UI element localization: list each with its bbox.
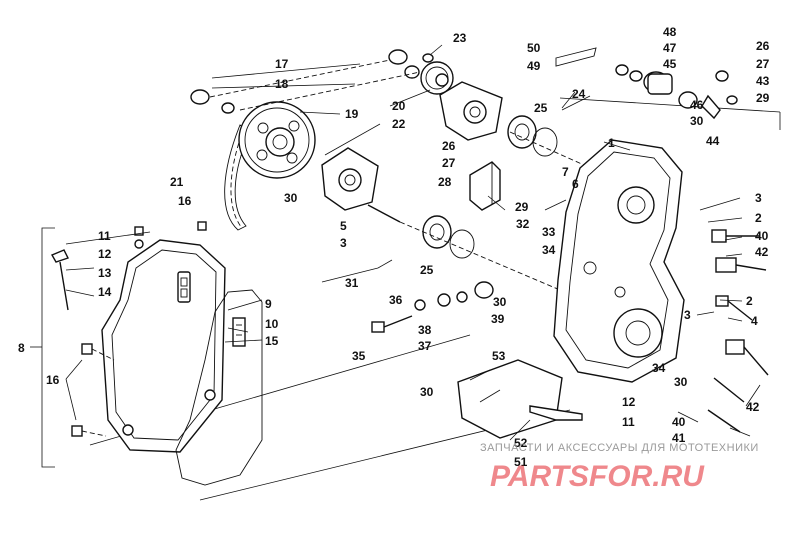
cover-fasteners — [71, 221, 207, 437]
callout-15: 15 — [265, 334, 279, 348]
callout-8: 8 — [18, 341, 25, 355]
callout-28: 28 — [438, 175, 452, 189]
callout-37: 37 — [418, 339, 432, 353]
callout-35: 35 — [352, 349, 366, 363]
callout-9: 9 — [265, 297, 272, 311]
callout-14: 14 — [98, 285, 112, 299]
callout-34: 34 — [542, 243, 556, 257]
callout-30: 30 — [493, 295, 507, 309]
callout-1: 1 — [608, 136, 615, 150]
callout-45: 45 — [663, 57, 677, 71]
callout-5: 5 — [340, 219, 347, 233]
callout-53: 53 — [492, 349, 506, 363]
callout-23: 23 — [453, 31, 467, 45]
callout-3: 3 — [684, 308, 691, 322]
callout-41: 41 — [672, 431, 686, 445]
callout-36: 36 — [389, 293, 403, 307]
callout-40: 40 — [672, 415, 686, 429]
callout-49: 49 — [527, 59, 541, 73]
shafts — [367, 131, 641, 291]
callout-22: 22 — [392, 117, 406, 131]
callout-3: 3 — [755, 191, 762, 205]
callout-27: 27 — [442, 156, 456, 170]
group-bracket-31 — [321, 259, 393, 283]
callout-25: 25 — [534, 101, 548, 115]
callout-42: 42 — [746, 400, 760, 414]
callout-12: 12 — [98, 247, 112, 261]
callout-30: 30 — [420, 385, 434, 399]
drive-chain — [224, 124, 251, 231]
callout-51: 51 — [514, 455, 528, 469]
watermark-brand-logo: PARTSFOR.RU — [490, 460, 705, 493]
callout-labels: 1 2 2 3 3 3 4 5 6 7 8 9 10 11 11 12 12 1… — [18, 25, 770, 469]
small-sprocket — [420, 61, 454, 95]
callout-11: 11 — [622, 415, 635, 429]
callout-43: 43 — [756, 74, 770, 88]
chain-tensioner — [469, 161, 501, 211]
callout-4: 4 — [751, 314, 758, 328]
callout-39: 39 — [491, 312, 505, 326]
top-right-tensioner-parts — [555, 47, 738, 120]
large-sprocket — [238, 101, 316, 179]
callout-29: 29 — [756, 91, 770, 105]
chaincase-cover — [101, 239, 226, 453]
watermark: ЗАПЧАСТИ И АКСЕССУАРЫ ДЛЯ МОТОТЕХНИКИ PA… — [480, 442, 759, 493]
callout-11: 11 — [98, 229, 111, 243]
callout-32: 32 — [516, 217, 530, 231]
callout-21: 21 — [170, 175, 184, 189]
callout-19: 19 — [345, 107, 359, 121]
group-bracket-8 — [30, 227, 55, 468]
callout-25: 25 — [420, 263, 434, 277]
callout-33: 33 — [542, 225, 556, 239]
callout-42: 42 — [755, 245, 769, 259]
callout-16: 16 — [178, 194, 192, 208]
callout-47: 47 — [663, 41, 677, 55]
callout-24: 24 — [572, 87, 586, 101]
callout-31: 31 — [345, 276, 359, 290]
callout-2: 2 — [746, 294, 753, 308]
dipstick — [50, 249, 69, 311]
lower-cover-plate — [457, 359, 583, 439]
right-side-fasteners — [707, 229, 769, 433]
callout-52: 52 — [514, 436, 528, 450]
callout-2: 2 — [755, 211, 762, 225]
callout-13: 13 — [98, 266, 112, 280]
chaincase-housing — [553, 139, 685, 383]
callout-27: 27 — [756, 57, 770, 71]
callout-44: 44 — [706, 134, 720, 148]
callout-30: 30 — [674, 375, 688, 389]
inspection-plate — [232, 317, 246, 347]
sprocket-washers — [190, 49, 434, 114]
callout-38: 38 — [418, 323, 432, 337]
callout-26: 26 — [756, 39, 770, 53]
callout-12: 12 — [622, 395, 636, 409]
callout-48: 48 — [663, 25, 677, 39]
callout-20: 20 — [392, 99, 406, 113]
callout-50: 50 — [527, 41, 541, 55]
callout-30: 30 — [690, 114, 704, 128]
bearing-plate-upper — [439, 81, 503, 141]
bearing-plate-lower — [321, 147, 379, 211]
callout-40: 40 — [755, 229, 769, 243]
callout-30: 30 — [284, 191, 298, 205]
lower-bolts — [371, 281, 494, 333]
callout-46: 46 — [690, 98, 704, 112]
callout-10: 10 — [265, 317, 279, 331]
callout-26: 26 — [442, 139, 456, 153]
callout-17: 17 — [275, 57, 289, 71]
watermark-tagline: ЗАПЧАСТИ И АКСЕССУАРЫ ДЛЯ МОТОТЕХНИКИ — [480, 442, 759, 454]
callout-29: 29 — [515, 200, 529, 214]
callout-6: 6 — [572, 177, 579, 191]
callout-16: 16 — [46, 373, 60, 387]
callout-34: 34 — [652, 361, 666, 375]
callout-18: 18 — [275, 77, 289, 91]
callout-3: 3 — [340, 236, 347, 250]
callout-7: 7 — [562, 165, 569, 179]
cover-gasket — [175, 289, 263, 486]
leader-lines — [65, 44, 761, 441]
